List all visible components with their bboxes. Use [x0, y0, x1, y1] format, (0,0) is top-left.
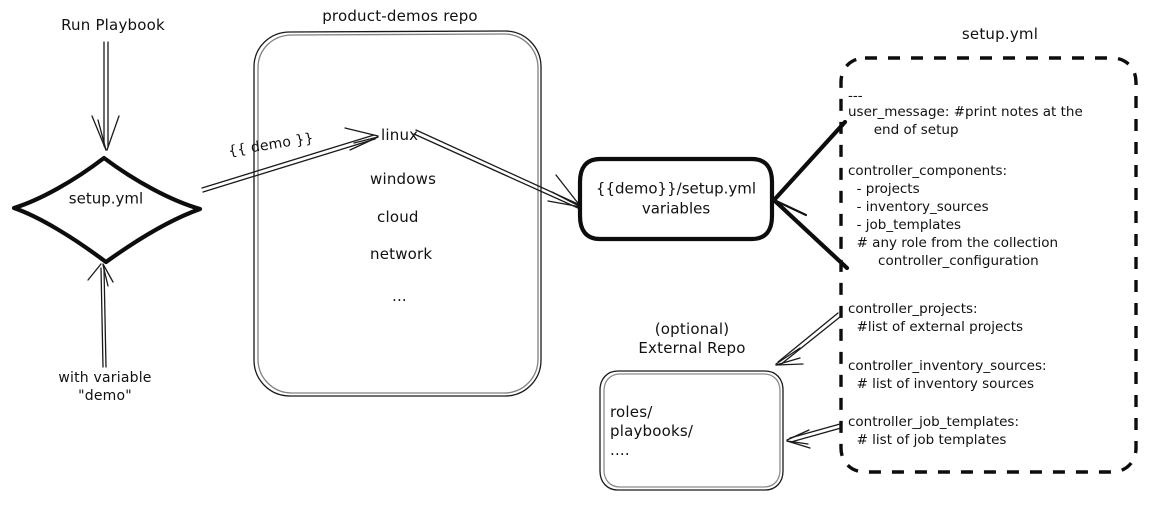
setup-yml-block-controller-inventory-sources: controller_inventory_sources: # list of … [848, 358, 1047, 392]
setup-yml-file-title: setup.yml [961, 25, 1039, 43]
setup-yml-block-doc-start: --- [848, 88, 863, 104]
external-repo-contents: roles/ playbooks/ .... [610, 403, 694, 460]
node-setup-yml-diamond [11, 155, 203, 265]
external-repo-title: (optional) External Repo [638, 320, 746, 358]
repo-item-windows: windows [370, 170, 437, 188]
arrow-linux-to-vars [413, 129, 582, 209]
connector-setupyml-to-vars [772, 119, 850, 271]
repo-item-cloud: cloud [377, 208, 419, 226]
setup-yml-block-controller-job-templates: controller_job_templates: # list of job … [848, 414, 1020, 448]
product-demos-repo-title: product-demos repo [322, 7, 478, 25]
setup-yml-diamond-label: setup.yml [68, 189, 144, 208]
repo-item-network: network [370, 245, 433, 263]
setup-yml-block-user-message: user_message: #print notes at the end of… [848, 104, 1083, 138]
arrow-job-templates-to-external-repo [786, 423, 842, 449]
repo-item-linux: linux [381, 126, 419, 144]
vars-box-label: {{demo}}/setup.yml variables [595, 179, 757, 218]
run-playbook-label: Run Playbook [61, 16, 165, 34]
setup-yml-block-controller-projects: controller_projects: #list of external p… [848, 301, 1024, 335]
setup-yml-block-controller-components: controller_components: - projects - inve… [848, 163, 1059, 269]
repo-item-ellipsis: ... [392, 287, 407, 305]
arrow-with-variable [87, 263, 114, 368]
with-variable-label: with variable "demo" [58, 370, 152, 404]
arrow-projects-to-external-repo [775, 312, 841, 366]
demo-variable-edge-label: {{ demo }} [227, 130, 315, 160]
arrow-run-playbook [91, 41, 120, 151]
